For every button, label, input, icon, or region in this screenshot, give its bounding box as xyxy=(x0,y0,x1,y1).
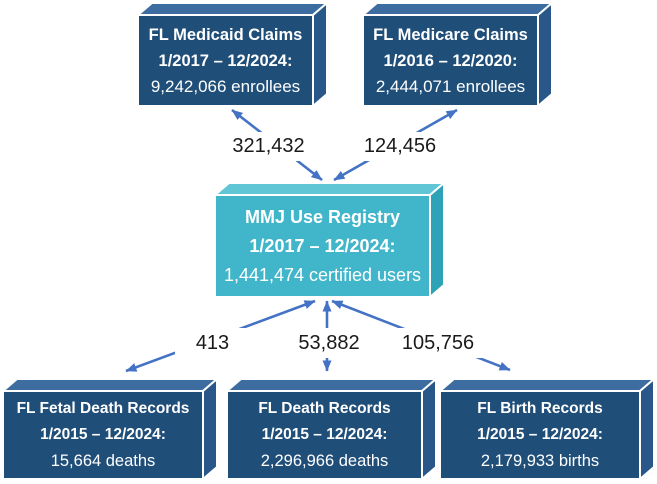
cube-top-face xyxy=(362,2,553,16)
cube-top-face xyxy=(214,182,445,196)
node-fl-medicaid-claims: FL Medicaid Claims 1/2017 – 12/2024: 9,2… xyxy=(137,2,328,107)
node-fl-birth-records: FL Birth Records 1/2015 – 12/2024: 2,179… xyxy=(439,378,655,480)
node-fl-medicare-claims: FL Medicare Claims 1/2016 – 12/2020: 2,4… xyxy=(362,2,553,107)
node-fl-death-records: FL Death Records 1/2015 – 12/2024: 2,296… xyxy=(226,378,437,480)
cube-front-face xyxy=(226,390,423,480)
cube-side-face xyxy=(429,182,445,298)
cube-top-face xyxy=(439,378,655,392)
cube-front-face xyxy=(362,14,539,107)
cube-front-face xyxy=(2,390,204,480)
node-title: FL Fetal Death Records xyxy=(16,400,190,417)
node-daterange: 1/2015 – 12/2024: xyxy=(261,426,388,443)
edge-label-medicare-to-mmj: 124,456 xyxy=(340,132,460,161)
node-title: FL Death Records xyxy=(258,400,391,417)
node-title: FL Medicare Claims xyxy=(373,25,528,44)
cube-side-face xyxy=(202,378,218,480)
edge-label-mmj-to-death: 53,882 xyxy=(285,328,373,358)
cube-side-face xyxy=(639,378,655,480)
cube-front-face xyxy=(439,390,641,480)
node-count: 2,296,966 deaths xyxy=(260,452,389,470)
node-count: 2,179,933 births xyxy=(480,452,600,470)
edge-label-medicaid-to-mmj: 321,432 xyxy=(207,132,330,161)
edge-label-mmj-to-birth: 105,756 xyxy=(383,328,493,358)
node-daterange: 1/2015 – 12/2024: xyxy=(477,426,603,443)
cube-side-face xyxy=(537,2,553,107)
cube-top-face xyxy=(137,2,328,16)
node-count: 15,664 deaths xyxy=(50,452,156,470)
edge-label-mmj-to-fetal-death: 413 xyxy=(175,328,250,358)
node-mmj-use-registry: MMJ Use Registry 1/2017 – 12/2024: 1,441… xyxy=(214,182,445,298)
cube-top-face xyxy=(226,378,437,392)
node-daterange: 1/2015 – 12/2024: xyxy=(40,426,166,443)
node-count: 9,242,066 enrollees xyxy=(150,76,301,96)
node-title: MMJ Use Registry xyxy=(244,206,401,227)
node-title: FL Birth Records xyxy=(477,400,603,417)
cube-front-face xyxy=(214,194,431,298)
node-count: 2,444,071 enrollees xyxy=(375,76,526,96)
node-daterange: 1/2017 – 12/2024: xyxy=(158,51,293,70)
cube-side-face xyxy=(312,2,328,107)
node-daterange: 1/2016 – 12/2020: xyxy=(383,51,518,70)
cube-side-face xyxy=(421,378,437,480)
node-count: 1,441,474 certified users xyxy=(223,264,422,285)
node-fl-fetal-death-records: FL Fetal Death Records 1/2015 – 12/2024:… xyxy=(2,378,218,480)
cube-front-face xyxy=(137,14,314,107)
node-title: FL Medicaid Claims xyxy=(148,25,303,44)
node-daterange: 1/2017 – 12/2024: xyxy=(249,235,396,256)
cube-top-face xyxy=(2,378,218,392)
